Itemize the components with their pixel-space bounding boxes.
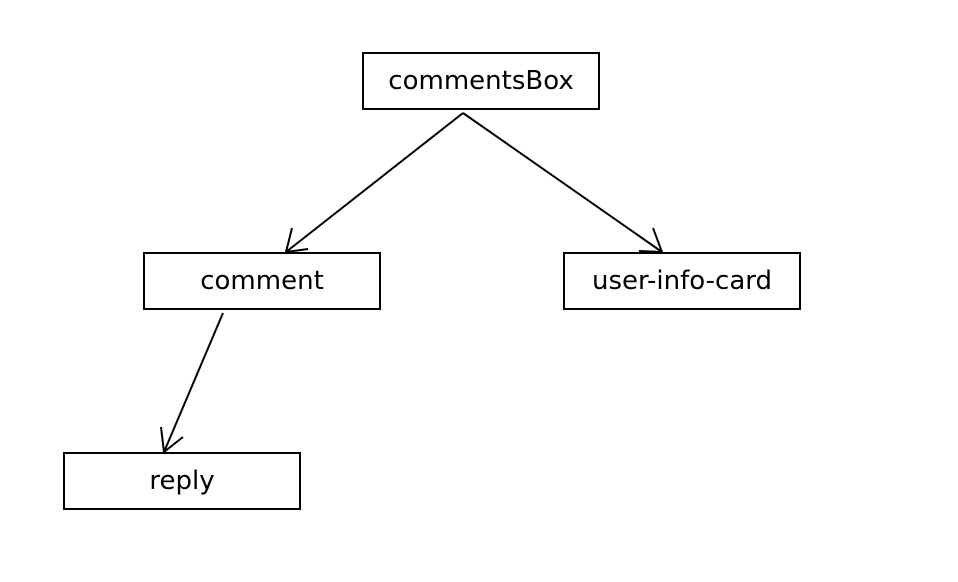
edge-commentsbox-to-comment <box>284 112 464 254</box>
node-label: commentsBox <box>388 66 574 96</box>
node-comment[interactable]: comment <box>143 252 381 310</box>
node-user-info-card[interactable]: user-info-card <box>563 252 801 310</box>
edge-commentsbox-to-user-info-card <box>462 112 664 254</box>
node-reply[interactable]: reply <box>63 452 301 510</box>
node-label: reply <box>149 466 215 496</box>
node-label: comment <box>200 266 324 296</box>
node-label: user-info-card <box>591 266 773 296</box>
node-commentsbox[interactable]: commentsBox <box>362 52 600 110</box>
edge-comment-to-reply <box>160 312 224 454</box>
